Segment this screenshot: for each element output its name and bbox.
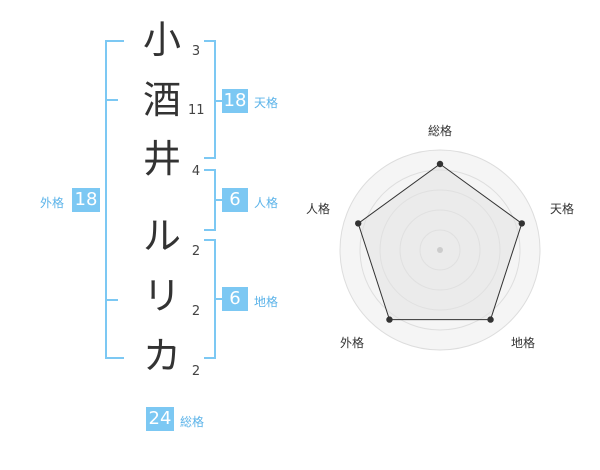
tenkaku-label: 天格 (254, 96, 279, 110)
radar-axis-label: 天格 (550, 202, 575, 216)
name-char: 酒 (142, 78, 181, 122)
name-char: 井 (142, 137, 181, 181)
name-char: 小 (142, 18, 181, 62)
chikaku-badge: 6 (222, 287, 248, 311)
radar-axis-label: 地格 (511, 336, 536, 350)
soukaku-badge: 24 (146, 407, 174, 431)
stroke-count: 2 (191, 304, 201, 319)
name-char: カ (142, 334, 181, 378)
stroke-count: 4 (191, 164, 201, 179)
radar-polygon (357, 163, 523, 321)
name-char: ル (142, 214, 181, 258)
jinkaku-badge: 6 (222, 188, 248, 212)
chikaku-label: 地格 (254, 295, 279, 309)
radar-point (386, 316, 393, 323)
radar-center-dot (437, 247, 443, 253)
radar-axis-label: 人格 (306, 202, 331, 216)
radar-point (487, 316, 494, 323)
radar-point (518, 220, 525, 227)
stroke-count: 2 (191, 364, 201, 379)
stroke-count: 3 (191, 44, 201, 59)
radar-axis-label: 総格 (428, 124, 453, 138)
jinkaku-label: 人格 (254, 196, 279, 210)
stroke-count: 2 (191, 244, 201, 259)
radar-point (436, 160, 444, 168)
gaikaku-badge: 18 (72, 188, 100, 212)
gaikaku-label: 外格 (40, 196, 65, 210)
radar-point (355, 220, 362, 227)
tenkaku-bracket (204, 40, 216, 159)
soukaku-label: 総格 (180, 415, 205, 429)
name-char: リ (142, 274, 181, 318)
tenkaku-badge: 18 (222, 89, 248, 113)
gaikaku-bracket (105, 40, 124, 359)
radar-axis-label: 外格 (340, 336, 365, 350)
stroke-count: 11 (188, 103, 205, 118)
